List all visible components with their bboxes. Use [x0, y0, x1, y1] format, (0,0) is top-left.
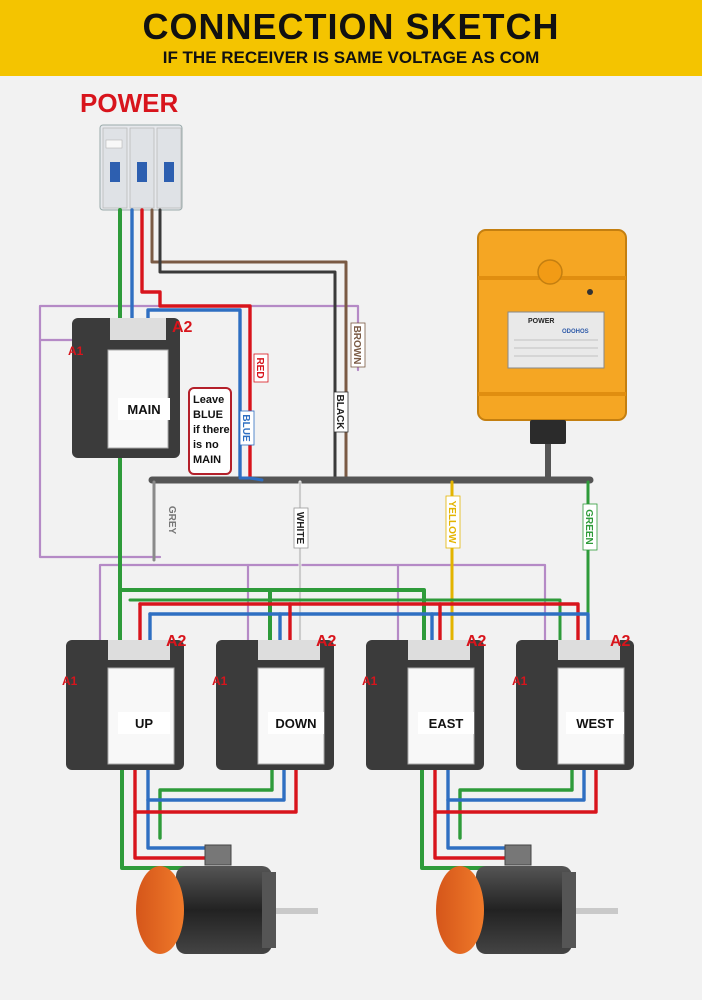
wire-label-white: WHITE	[294, 512, 305, 545]
wiring-diagram: RED BLUE BROWN BLACK GREY WHITE YELLOW G…	[38, 124, 634, 954]
contactor-west: A1 A2 WEST	[512, 633, 634, 770]
contactor-label-west: WEST	[576, 716, 614, 731]
note-line-5: MAIN	[193, 454, 221, 466]
circuit-breaker	[99, 124, 183, 211]
contactor-label-up: UP	[135, 716, 153, 731]
header-banner: CONNECTION SKETCH IF THE RECEIVER IS SAM…	[0, 0, 702, 76]
wire-label-blue: BLUE	[240, 414, 251, 442]
note-line-4: is no	[193, 439, 219, 451]
receiver-box: POWER ODOHOS	[477, 229, 627, 444]
receiver-brand: ODOHOS	[562, 329, 589, 335]
coil-a2-east: A2	[466, 633, 487, 650]
note-line-2: BLUE	[193, 409, 223, 421]
coil-a1-west: A1	[512, 674, 528, 688]
coil-a2-west: A2	[610, 633, 631, 650]
contactor-east: A1 A2 EAST	[362, 633, 487, 770]
motor-right	[436, 844, 618, 954]
wire-label-yellow: YELLOW	[446, 501, 457, 544]
note-line-3: if there	[193, 424, 230, 436]
contactor-up: A1 A2 UP	[62, 633, 187, 770]
power-label: POWER	[80, 88, 179, 118]
contactor-main: A1 A2 MAIN	[68, 318, 193, 458]
wire-label-black: BLACK	[334, 395, 345, 431]
wire-label-grey: GREY	[166, 506, 177, 535]
coil-a2-down: A2	[316, 633, 337, 650]
coil-a2-main: A2	[172, 319, 193, 336]
coil-a1-down: A1	[212, 674, 228, 688]
receiver-plate-title: POWER	[528, 318, 554, 325]
wire-labels: RED BLUE BROWN BLACK GREY WHITE YELLOW G…	[166, 322, 598, 551]
coil-a1-up: A1	[62, 674, 78, 688]
wire-label-green: GREEN	[583, 509, 594, 545]
diagram-subtitle: IF THE RECEIVER IS SAME VOLTAGE AS COM	[162, 48, 540, 67]
wire-label-brown: BROWN	[351, 326, 362, 365]
contactor-label-down: DOWN	[275, 716, 316, 731]
contactor-down: A1 A2 DOWN	[212, 633, 337, 770]
diagram-title: CONNECTION SKETCH	[142, 6, 560, 47]
coil-a1-main: A1	[68, 344, 84, 358]
motor-left	[136, 844, 318, 954]
contactor-label-main: MAIN	[127, 402, 160, 417]
wire-label-red: RED	[254, 357, 265, 378]
coil-a1-east: A1	[362, 674, 378, 688]
wiring	[38, 208, 598, 870]
note-line-1: Leave	[193, 394, 224, 406]
leave-blue-note: Leave BLUE if there is no MAIN	[188, 387, 232, 475]
contactor-label-east: EAST	[429, 716, 464, 731]
coil-a2-up: A2	[166, 633, 187, 650]
